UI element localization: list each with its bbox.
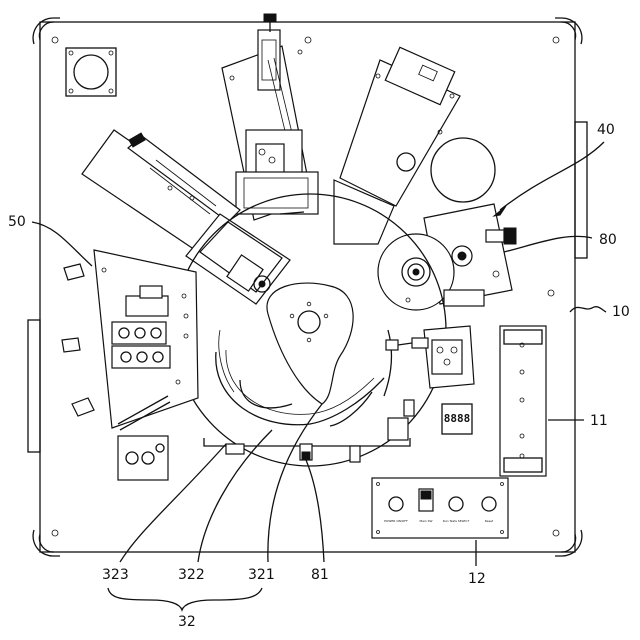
label-50: 50 <box>8 214 26 230</box>
sensor-assembly <box>386 326 474 388</box>
panel-label-1: POWER ON/OFF <box>384 519 408 523</box>
label-80: 80 <box>599 232 617 248</box>
module-11 <box>500 326 546 476</box>
label-12: 12 <box>468 571 486 587</box>
label-40: 40 <box>597 122 615 138</box>
label-321: 321 <box>248 567 275 583</box>
label-81: 81 <box>311 567 329 583</box>
label-323: 323 <box>102 567 129 583</box>
label-11: 11 <box>590 413 608 429</box>
top-test-module <box>222 14 318 220</box>
display-readout: 8888 <box>444 412 471 425</box>
panel-label-4: Reset <box>485 519 494 523</box>
carrier-321 <box>267 283 353 404</box>
panel-label-2: Main SW <box>420 519 433 523</box>
module-50 <box>62 250 198 480</box>
connector-plate <box>66 48 116 96</box>
module-80 <box>378 204 516 310</box>
label-10: 10 <box>612 304 630 320</box>
segment-display: 8888 <box>442 404 472 434</box>
control-panel-12: POWER ON/OFF Main SW Run Tests SELECT Re… <box>372 478 508 538</box>
label-32: 32 <box>178 614 196 630</box>
label-322: 322 <box>178 567 205 583</box>
panel-label-3: Run Tests SELECT <box>443 519 470 523</box>
